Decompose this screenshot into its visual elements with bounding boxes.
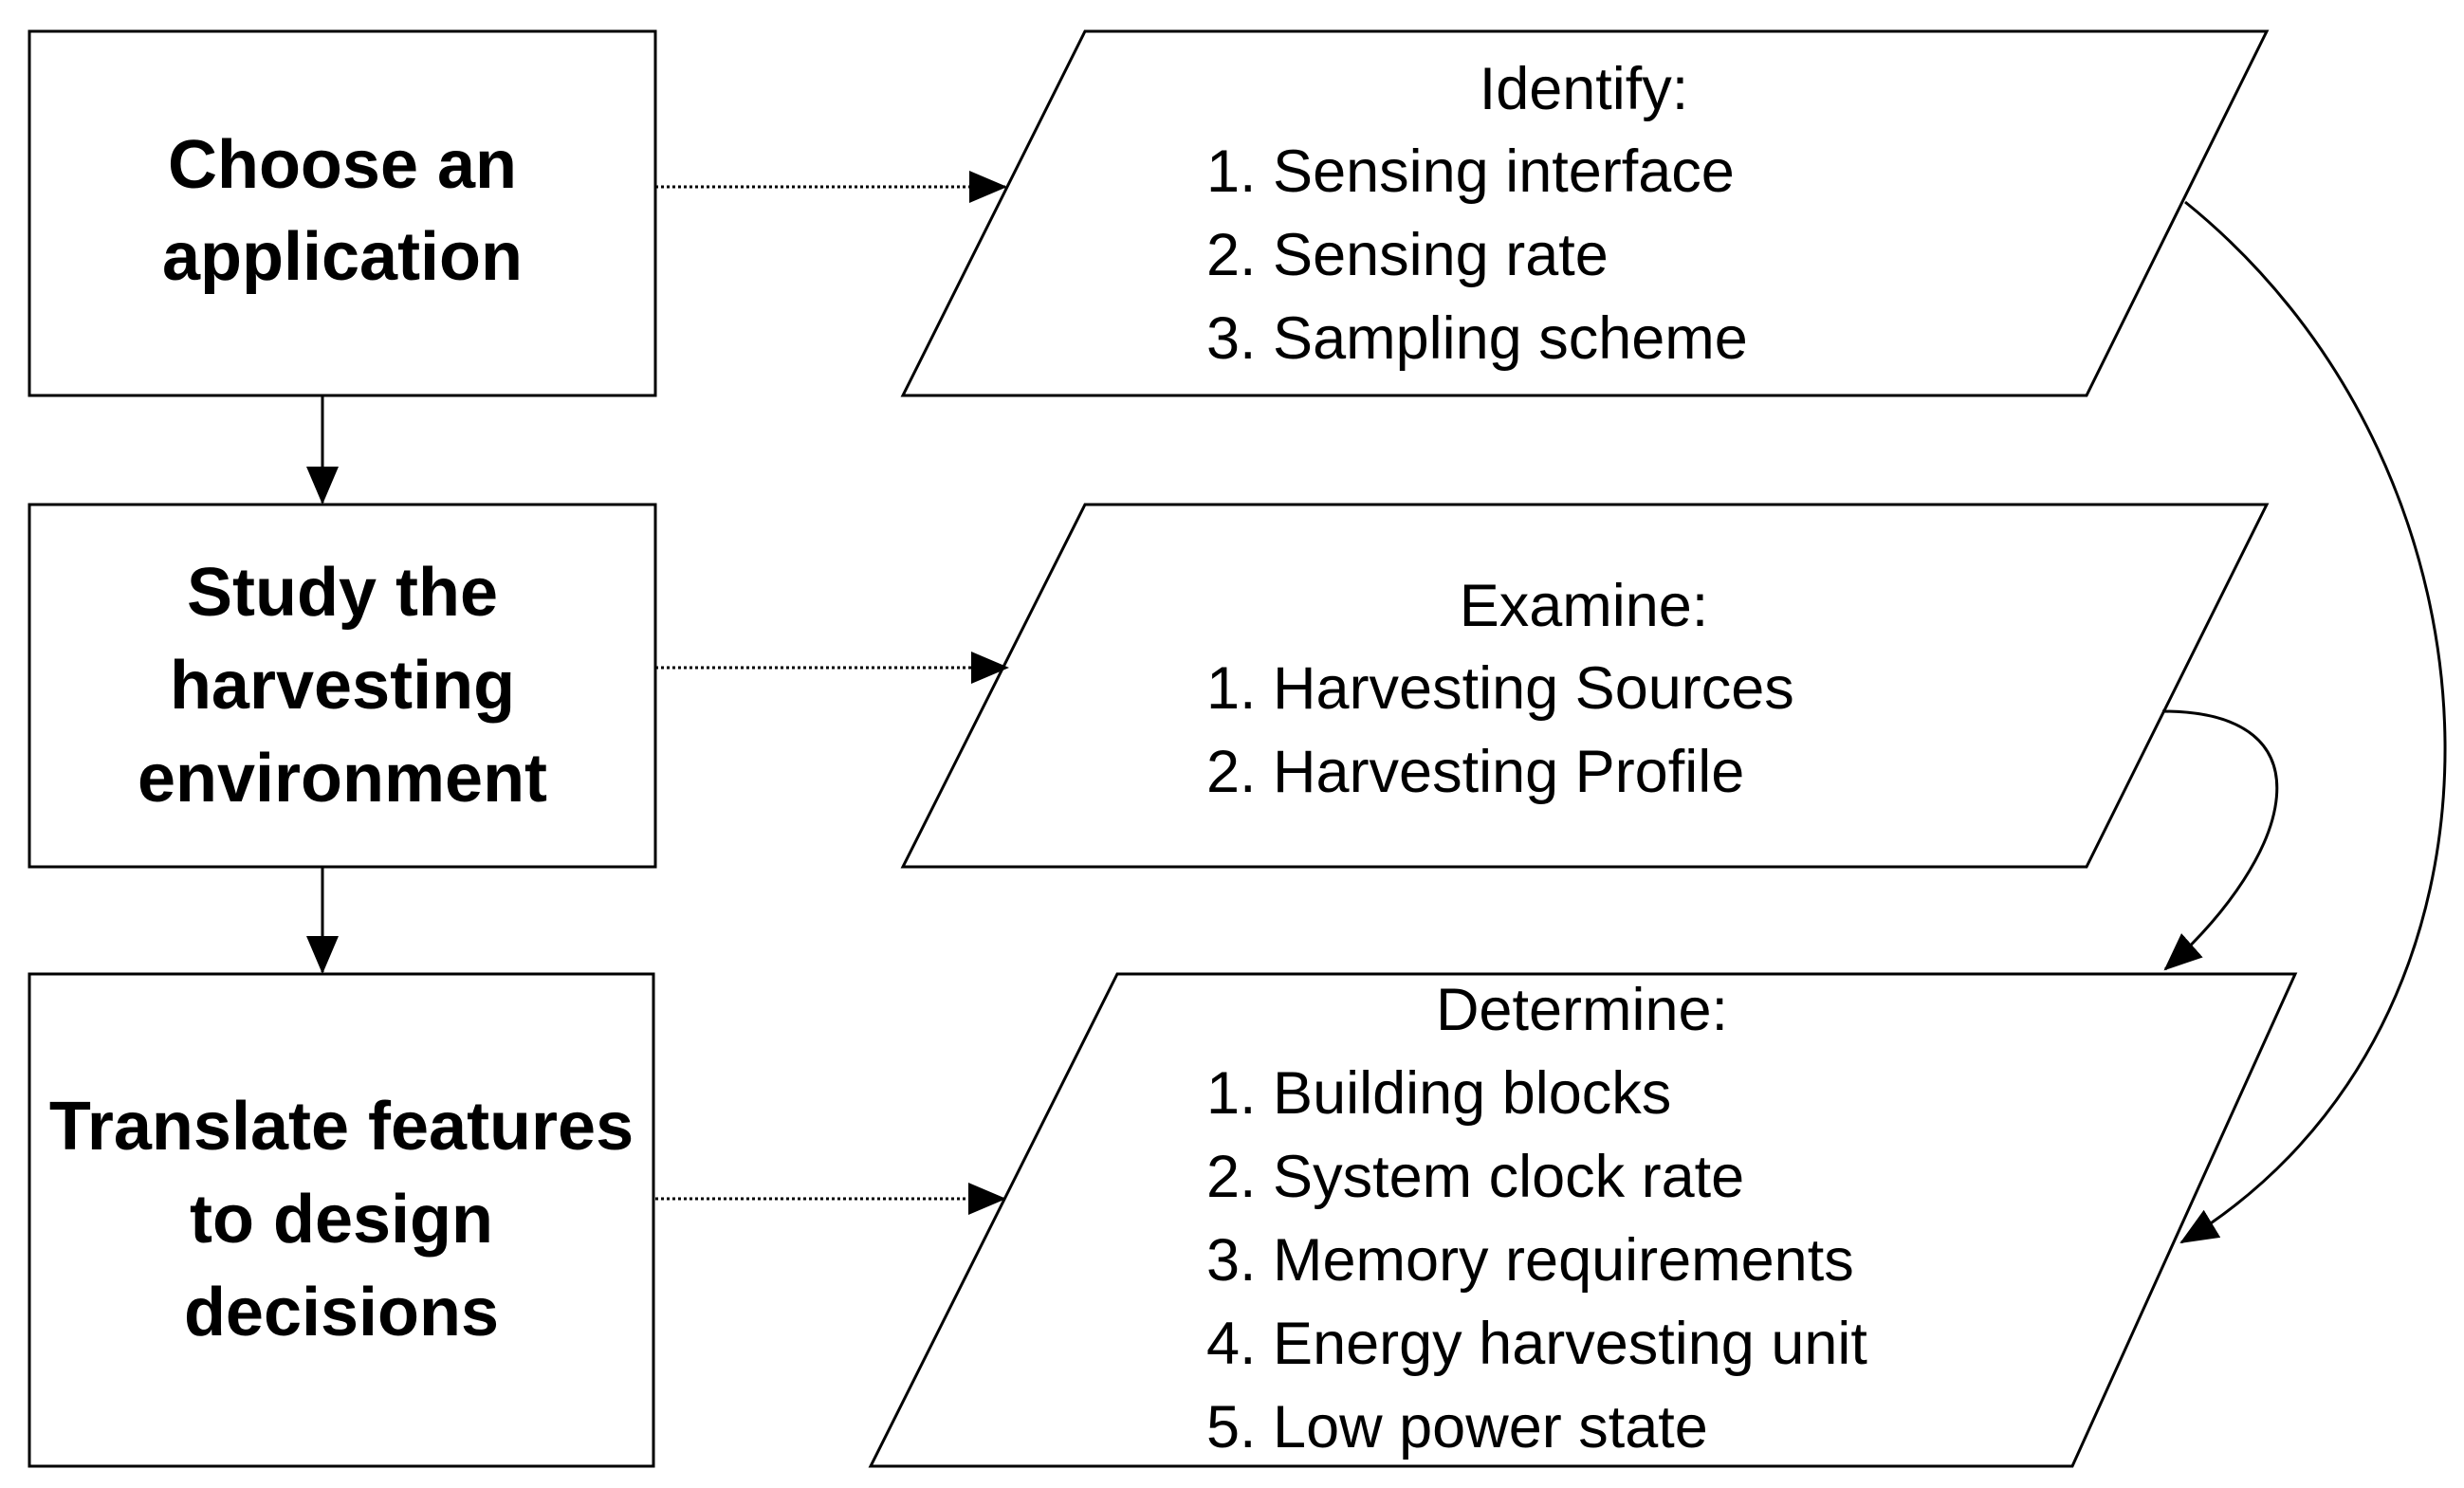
outcome-item: 2. Harvesting Profile <box>1206 739 1744 805</box>
step-title-line: environment <box>138 741 547 817</box>
curved-arrow-examine-to-determine <box>2161 709 2279 971</box>
outcome-heading: Identify: <box>1480 56 1689 122</box>
outcome-identify: Identify: 1. Sensing interface 2. Sensin… <box>900 29 2270 397</box>
step-title-line: Translate features <box>49 1089 634 1165</box>
outcome-item: 3. Memory requirements <box>1206 1227 1854 1294</box>
step-title-line: to design <box>190 1182 493 1258</box>
outcome-item: 1. Building blocks <box>1206 1060 1671 1127</box>
step-title-line: Study the <box>187 555 498 631</box>
step-title-line: Choose an <box>168 127 517 203</box>
curved-arrow-identify-to-determine <box>2179 200 2447 1244</box>
step-title-line: application <box>162 219 523 295</box>
step-title-line: harvesting <box>170 648 515 724</box>
outcome-item: 1. Sensing interface <box>1206 138 1735 205</box>
step-box-choose-application: Choose an application <box>28 29 657 397</box>
outcome-item: 5. Low power state <box>1206 1394 1708 1460</box>
outcome-heading: Determine: <box>1436 977 1728 1043</box>
step-box-study-environment: Study the harvesting environment <box>28 503 657 869</box>
outcome-item: 2. Sensing rate <box>1206 222 1609 288</box>
outcome-item: 2. System clock rate <box>1206 1144 1744 1210</box>
outcome-item: 4. Energy harvesting unit <box>1206 1311 1867 1377</box>
outcome-determine: Determine: 1. Building blocks 2. System … <box>868 972 2298 1468</box>
outcome-item: 3. Sampling scheme <box>1206 305 1748 372</box>
outcome-item: 1. Harvesting Sources <box>1206 655 1794 722</box>
outcome-heading: Examine: <box>1460 573 1709 639</box>
step-box-translate-features: Translate features to design decisions <box>28 972 655 1468</box>
step-title-line: decisions <box>184 1275 499 1350</box>
outcome-examine: Examine: 1. Harvesting Sources 2. Harves… <box>900 503 2270 869</box>
